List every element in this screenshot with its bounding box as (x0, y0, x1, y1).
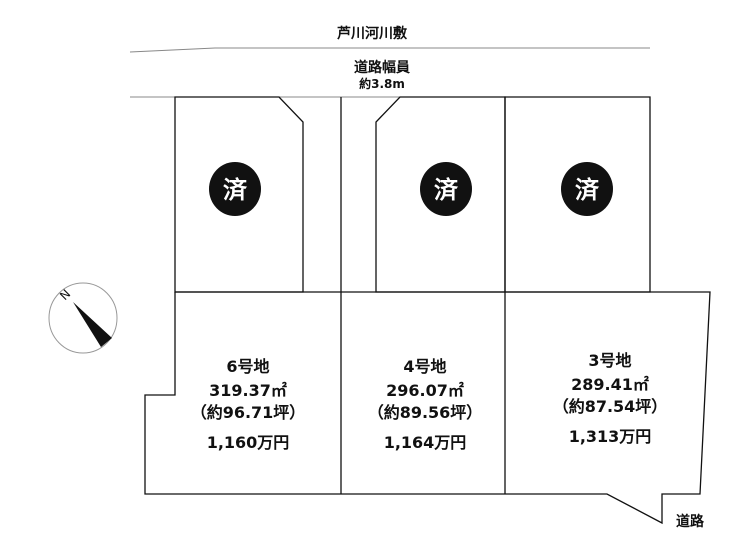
river-boundary-line (129, 47, 650, 53)
lot-4-info: 4号地 296.07㎡ （約89.56坪） 1,164万円 (368, 357, 483, 452)
lot-tsubo: （約89.56坪） (368, 403, 483, 422)
lot-area: 289.41㎡ (571, 375, 649, 394)
road-label: 道路 (676, 513, 705, 530)
compass-icon: N (48, 282, 118, 354)
lot-6-info: 6号地 319.37㎡ （約96.71坪） 1,160万円 (191, 357, 306, 452)
sold-badge-text: 済 (575, 176, 600, 204)
lot-price: 1,313万円 (569, 427, 652, 446)
lower-lots-boundary (144, 291, 711, 525)
sold-badge-text: 済 (223, 176, 248, 204)
road-width-title: 道路幅員 (354, 59, 410, 76)
sold-badge: 済 (420, 162, 472, 216)
lot-name: 4号地 (403, 357, 446, 376)
lot-area: 319.37㎡ (209, 381, 287, 400)
road-width-value: 約3.8m (359, 76, 405, 91)
lot-price: 1,164万円 (384, 433, 467, 452)
lot-price: 1,160万円 (207, 433, 290, 452)
lot-tsubo: （約96.71坪） (191, 403, 306, 422)
sold-badge: 済 (561, 162, 613, 216)
river-label: 芦川河川敷 (337, 25, 408, 42)
compass-north-label: N (57, 287, 73, 303)
lot-3-info: 3号地 289.41㎡ （約87.54坪） 1,313万円 (553, 351, 668, 446)
upper-lot-left[interactable] (174, 96, 304, 293)
sold-badge: 済 (209, 162, 261, 216)
lot-name: 6号地 (226, 357, 269, 376)
lot-name: 3号地 (588, 351, 631, 370)
lot-area: 296.07㎡ (386, 381, 464, 400)
lot-tsubo: （約87.54坪） (553, 397, 668, 416)
sold-badge-text: 済 (434, 176, 459, 204)
